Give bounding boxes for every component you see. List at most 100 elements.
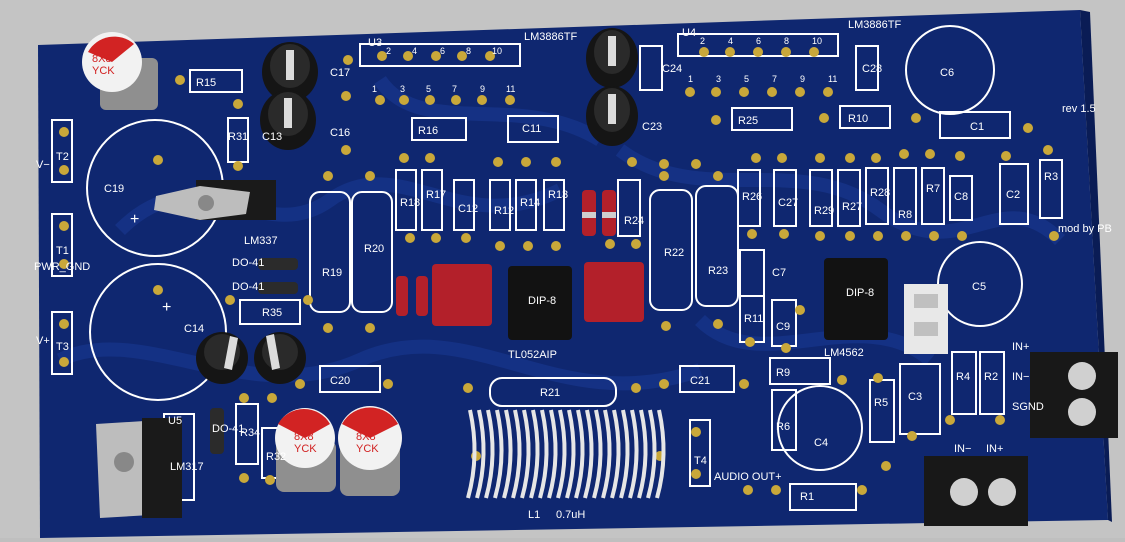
label-in-plus: IN+ [986, 443, 1003, 455]
label-tl052: TL052AIP [508, 349, 557, 361]
label-r25: R25 [738, 115, 758, 127]
label-r17: R17 [426, 189, 446, 201]
label-c27: C27 [778, 197, 798, 209]
label-r20: R20 [364, 243, 384, 255]
pad [175, 75, 185, 85]
label-c24: C24 [662, 63, 682, 75]
u3-outline [359, 43, 521, 67]
pad [457, 51, 467, 61]
pad [713, 319, 723, 329]
label-cap-8x8-c: 8X8 [356, 431, 376, 443]
label-r10: R10 [848, 113, 868, 125]
pad [59, 127, 69, 137]
pad [377, 51, 387, 61]
pad [945, 415, 955, 425]
label-r19: R19 [322, 267, 342, 279]
label-cap-8x8-b: 8X8 [294, 431, 314, 443]
label-cap-8x8-a: 8X8 [92, 53, 112, 65]
pad [341, 145, 351, 155]
pad [59, 357, 69, 367]
coil-turn [475, 409, 486, 499]
silk-labels: U3 LM3886TF U4 LM3886TF R15 C17 C24 C28 … [34, 19, 1112, 521]
t1-outline [51, 213, 73, 277]
pad [725, 47, 735, 57]
label-c4: C4 [814, 437, 828, 449]
label-c8: C8 [954, 191, 968, 203]
r22-outline [649, 189, 693, 311]
pad [153, 155, 163, 165]
pad [743, 485, 753, 495]
pad [295, 379, 305, 389]
r1-outline [789, 483, 857, 511]
label-r15: R15 [196, 77, 216, 89]
pad [631, 383, 641, 393]
c6-outline [905, 25, 995, 115]
pads [59, 47, 1059, 495]
lm337-package [154, 180, 276, 220]
r10-outline [839, 105, 891, 129]
pad [685, 87, 695, 97]
label-u4: U4 [682, 27, 696, 39]
dip-ics [508, 258, 888, 340]
label-r13: R13 [548, 189, 568, 201]
pad [59, 165, 69, 175]
label-mod: mod by PB [1058, 223, 1112, 235]
label-r34: R34 [240, 427, 260, 439]
label-c20: C20 [330, 375, 350, 387]
c12-outline [453, 179, 475, 231]
pad [777, 153, 787, 163]
pad [995, 415, 1005, 425]
label-cap-yck-b: YCK [294, 443, 317, 455]
label-lm3886-b: LM3886TF [848, 19, 901, 31]
label-dip8-b: DIP-8 [846, 287, 874, 299]
r19-outline [309, 191, 351, 313]
u3-pin-4: 4 [412, 46, 417, 56]
ic-tl052 [508, 266, 572, 340]
label-r2: R2 [984, 371, 998, 383]
coil-turn [646, 409, 657, 499]
label-r14: R14 [520, 197, 540, 209]
u4-pin-4: 4 [728, 36, 733, 46]
r21-body [489, 377, 617, 407]
label-c2: C2 [1006, 189, 1020, 201]
label-c13: C13 [262, 131, 282, 143]
c2-outline [999, 163, 1029, 225]
u4-pin-6: 6 [756, 36, 761, 46]
r35-outline [239, 299, 301, 325]
coil-turn [610, 409, 621, 499]
label-v-minus: V− [36, 159, 50, 171]
u4-pin-8: 8 [784, 36, 789, 46]
label-r12: R12 [494, 205, 514, 217]
label-in-plus-r: IN+ [1012, 341, 1029, 353]
label-in-minus: IN− [954, 443, 971, 455]
label-t4: T4 [694, 455, 707, 467]
c24-outline [639, 45, 663, 91]
pad [477, 95, 487, 105]
pad [659, 379, 669, 389]
label-v-plus: V+ [36, 335, 50, 347]
pad [691, 469, 701, 479]
pad [907, 431, 917, 441]
pad [753, 47, 763, 57]
u4-pin-9: 9 [800, 74, 805, 84]
inductor-l1 [466, 409, 666, 499]
r20-outline [351, 191, 393, 313]
r8-outline [893, 167, 917, 225]
label-r29: R29 [814, 205, 834, 217]
pad [745, 337, 755, 347]
pad [751, 153, 761, 163]
pad [551, 241, 561, 251]
pad [699, 47, 709, 57]
u4-pin-1: 1 [688, 74, 693, 84]
pad [233, 161, 243, 171]
u4-pin-2: 2 [700, 36, 705, 46]
label-r3: R3 [1044, 171, 1058, 183]
label-u5: U5 [168, 415, 182, 427]
label-t2: T2 [56, 151, 69, 163]
pad [713, 171, 723, 181]
cap-c13-black [260, 90, 316, 150]
pad [493, 157, 503, 167]
pad [815, 231, 825, 241]
label-r26: R26 [742, 191, 762, 203]
